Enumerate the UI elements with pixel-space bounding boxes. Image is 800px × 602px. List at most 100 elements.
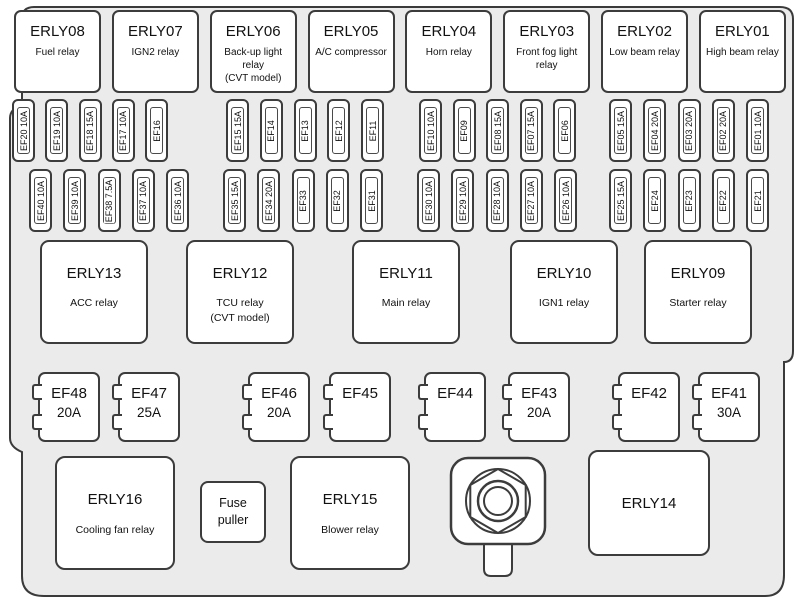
fuse-label: EF29 10A [457,179,468,222]
fuse-ef10: EF10 10A [419,99,442,162]
fuse-group-row1-b: EF15 15A EF14 EF13 EF12 EF11 [226,99,384,162]
fuse-ef12: EF12 [327,99,351,162]
fuse-id: EF42 [631,385,667,402]
fuse-puller-label: Fuse puller [217,496,249,527]
fuse-group-row2-c: EF30 10A EF29 10A EF28 10A EF27 10A EF26… [417,169,577,232]
relay-desc: Back-up light relay [224,47,283,71]
relay-desc: High beam relay [706,47,779,58]
fuse-ef06: EF06 [553,99,576,162]
relay-desc: Main relay [381,297,431,309]
fuse-amp: 30A [716,405,742,420]
fuse-ef33: EF33 [291,169,315,232]
fuse-label: EF05 15A [615,109,626,152]
relay-id: ERLY01 [715,23,770,40]
fuse-label: EF36 10A [172,179,183,222]
mounting-bolt-icon [449,456,547,577]
fuse-ef22: EF22 [711,169,735,232]
relay-desc: Cooling fan relay [75,524,155,536]
fuse-ef30: EF30 10A [417,169,440,232]
fuse-label: EF16 [151,118,162,143]
fuse-id: EF45 [342,385,378,402]
relay-desc: Starter relay [669,297,727,309]
fuse-label: EF37 10A [138,179,149,222]
relay-id: ERLY04 [421,23,477,40]
relay-id: ERLY15 [322,491,378,508]
fuse-ef15: EF15 15A [226,99,249,162]
fuse-label: EF15 15A [232,109,243,152]
relay-id: ERLY08 [30,23,85,40]
relay-desc: IGN2 relay [131,47,180,58]
fuse-ef20: EF20 10A [12,99,35,162]
fuse-label: EF19 10A [51,109,62,152]
relay-id: ERLY03 [519,23,575,40]
fuse-id: EF46 [261,385,297,402]
relay-id: ERLY11 [379,265,433,282]
fuse-label: EF13 [300,118,310,143]
fuse-label: EF17 10A [118,109,129,152]
fuse-ef28: EF28 10A [485,169,509,232]
fuse-ef37: EF37 10A [131,169,155,232]
fuse-label: EF09 [459,118,469,143]
relay-id: ERLY05 [323,23,379,40]
fuse-label: EF40 10A [35,179,46,222]
fuse-label: EF28 10A [492,179,502,222]
fuse-group-row1-a: EF20 10A EF19 10A EF18 15A EF17 10A EF16 [12,99,168,162]
fuse-ef23: EF23 [677,169,701,232]
fuse-ef39: EF39 10A [63,169,87,232]
fuse-ef31: EF31 [360,169,383,232]
fuse-label: EF02 20A [718,109,729,152]
fuse-ef01: EF01 10A [746,99,769,162]
fuse-ef02: EF02 20A [711,99,735,162]
fuse-ef40: EF40 10A [29,169,52,232]
fuse-label: EF26 10A [560,179,571,222]
fuse-label: EF07 15A [526,109,536,152]
fuse-label: EF39 10A [69,179,80,222]
fuse-label: EF04 20A [649,109,660,152]
fuse-label: EF23 [684,188,694,213]
relay-id: ERLY16 [87,491,143,508]
fuse-label: EF03 20A [684,109,694,152]
fuse-label: EF33 [298,188,308,213]
fuse-label: EF30 10A [423,179,434,222]
relay-desc: Horn relay [425,47,472,58]
fuse-label: EF31 [366,188,377,213]
fuse-label: EF25 15A [615,179,626,222]
fuse-label: EF27 10A [526,179,537,222]
fuse-ef34: EF34 20A [257,169,281,232]
relay-desc: A/C compressor [315,47,387,58]
fuse-amp: 25A [136,405,162,420]
relay-desc: Low beam relay [609,47,680,58]
fuse-ef44: EF44 [418,372,486,442]
relay-desc2: (CVT model) [224,73,282,84]
fuse-label: EF20 10A [18,109,29,152]
fuse-id: EF47 [131,385,167,402]
fuse-ef19: EF19 10A [45,99,69,162]
fuse-ef24: EF24 [643,169,667,232]
fuse-ef26: EF26 10A [554,169,577,232]
fuse-id: EF41 [711,385,747,402]
fuse-label: EF10 10A [425,109,436,152]
fuse-group-row2-a: EF40 10A EF39 10A EF38 7.5A EF37 10A EF3… [29,169,189,232]
fuse-ef05: EF05 15A [609,99,632,162]
fuse-group-row2-b: EF35 15A EF34 20A EF33 EF32 EF31 [223,169,383,232]
relay-id: ERLY02 [617,23,672,40]
fuse-ef27: EF27 10A [519,169,543,232]
fuse-label: EF32 [332,188,343,213]
relay-id: ERLY12 [212,265,268,282]
relay-erly14: ERLY14 [588,450,710,556]
fuse-label: EF18 15A [85,109,95,152]
fuse-label: EF14 [266,118,277,143]
fuse-label: EF24 [649,188,660,213]
fuse-ef41: EF41 30A [692,372,760,442]
fuse-ef17: EF17 10A [111,99,135,162]
fuse-ef09: EF09 [452,99,476,162]
fuse-id: EF44 [437,385,473,402]
